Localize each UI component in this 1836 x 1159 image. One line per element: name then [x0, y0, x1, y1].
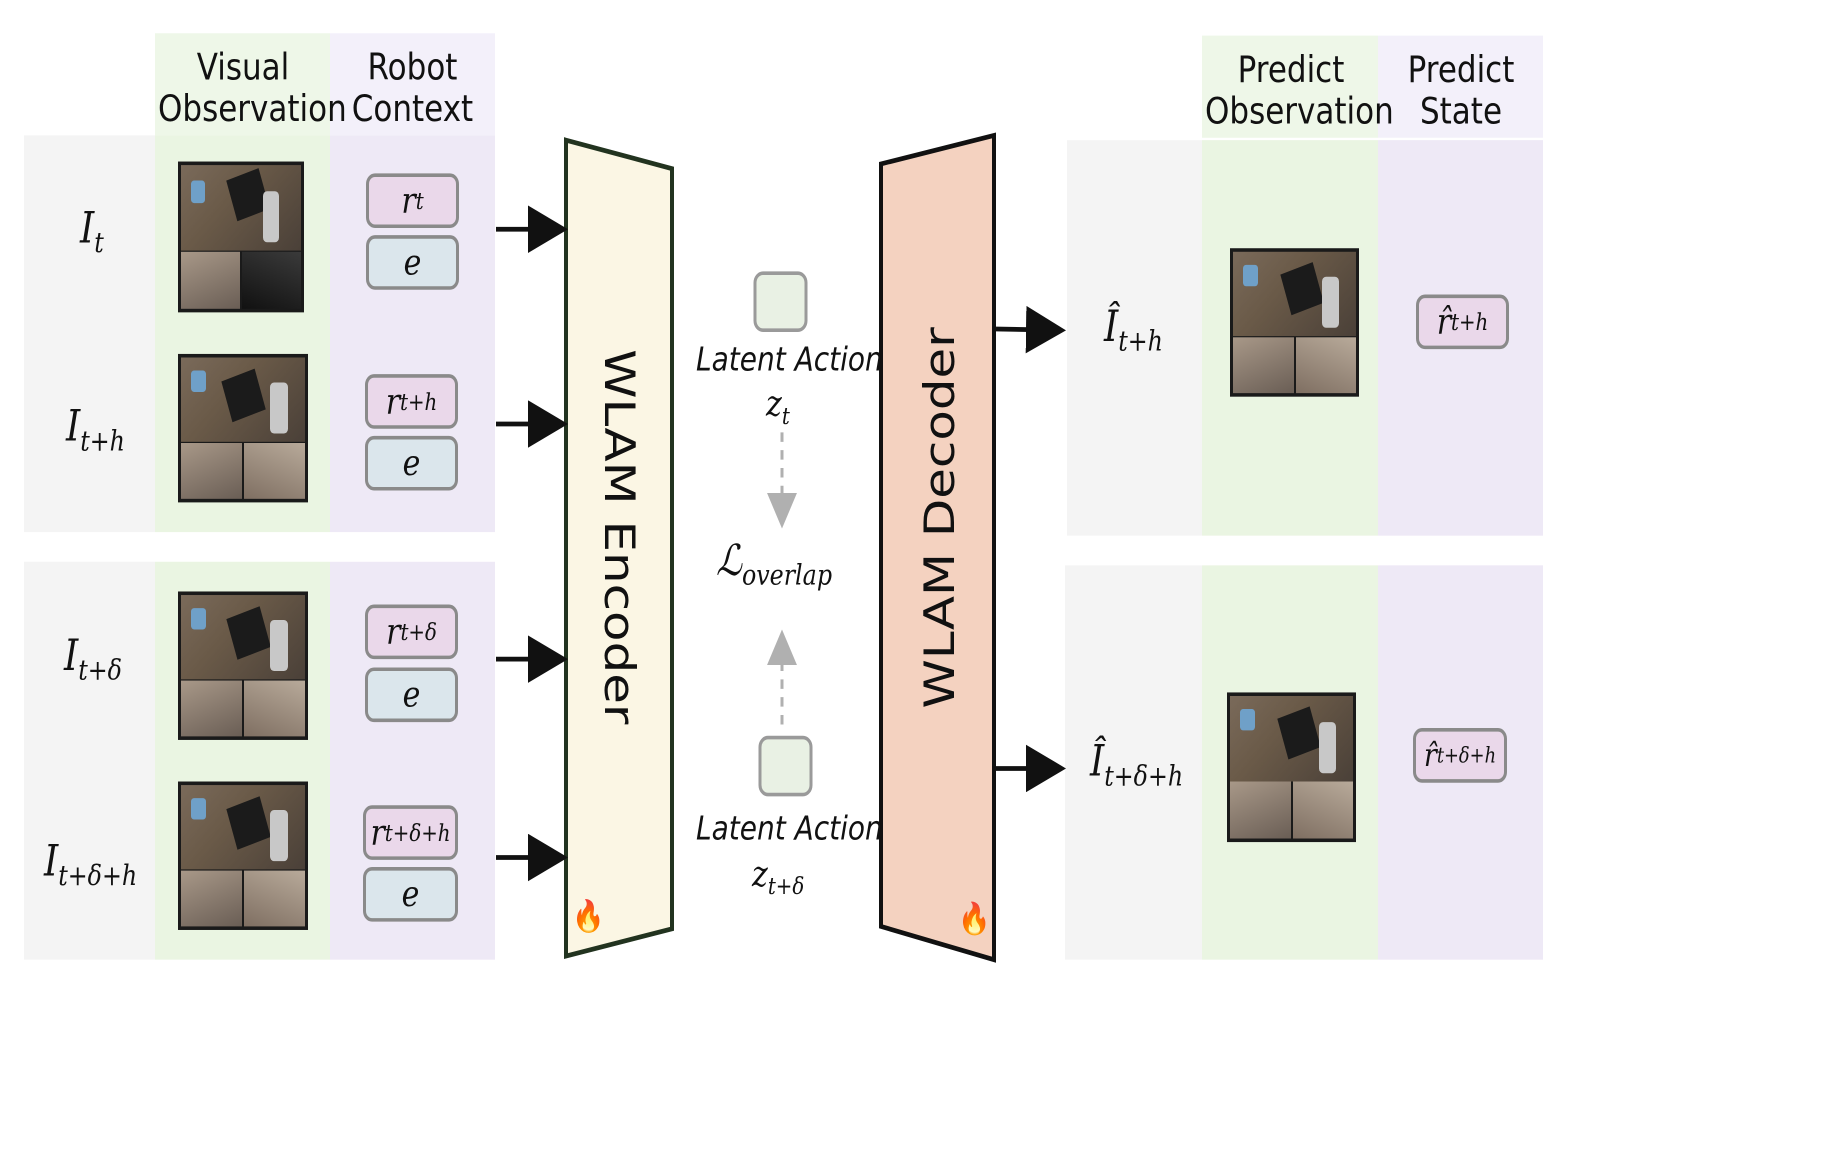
- latent-action-box-1: [758, 735, 813, 797]
- panel-right-bottom-gray: [1065, 565, 1202, 960]
- panel-left-top-gray: [24, 135, 155, 533]
- observation-image-2: [178, 591, 308, 740]
- latent-action-caption-1: Latent Action: [696, 808, 883, 849]
- header-bg-robot: [330, 33, 495, 136]
- input-frame-label-2: It+δ: [64, 631, 122, 687]
- header-predict-observation: Predict Observation: [1205, 48, 1394, 134]
- encoder-label: WLAM Encoder: [595, 349, 644, 725]
- observation-image-0: [178, 161, 304, 313]
- predicted-observation-image-0: [1230, 248, 1359, 397]
- embodiment-box-3: e: [363, 867, 458, 922]
- predicted-state-box-1: r̂t+δ+h: [1413, 728, 1507, 783]
- header-bg-visual: [155, 33, 330, 136]
- input-frame-label-0: It: [80, 204, 104, 260]
- input-frame-label-1: It+h: [66, 402, 125, 458]
- loss-label: ℒoverlap: [716, 536, 833, 592]
- observation-image-1: [178, 353, 308, 503]
- decoder-flame-icon: 🔥: [958, 901, 991, 936]
- header-visual-observation: Visual Observation: [158, 46, 347, 131]
- observation-image-3: [178, 781, 308, 930]
- input-frame-label-3: It+δ+h: [44, 837, 138, 893]
- header-predict-state: Predict State: [1407, 48, 1515, 134]
- latent-action-symbol-1: zt+δ: [752, 853, 805, 901]
- output-frame-label-1: Ît+δ+h: [1090, 737, 1184, 793]
- panel-right-top-gray: [1067, 140, 1202, 536]
- latent-action-symbol-0: zt: [766, 383, 790, 430]
- decoder-label: WLAM Decoder: [915, 327, 964, 709]
- encoder-block: [564, 137, 674, 960]
- predicted-state-box-0: r̂t+h: [1416, 294, 1509, 350]
- latent-action-caption-0: Latent Action: [696, 339, 883, 379]
- encoder-flame-icon: 🔥: [572, 899, 605, 934]
- header-bg-predict-obs: [1202, 35, 1378, 138]
- decoder-block: [879, 132, 996, 963]
- predicted-observation-image-1: [1227, 692, 1356, 843]
- header-bg-predict-state: [1378, 35, 1543, 138]
- embodiment-box-2: e: [365, 667, 458, 723]
- output-arrow-0: [995, 305, 1066, 354]
- latent-action-box-0: [753, 271, 808, 332]
- header-robot-context: Robot Context: [351, 46, 474, 131]
- output-frame-label-0: Ît+h: [1104, 302, 1163, 358]
- panel-left-bottom-gray: [24, 561, 155, 960]
- embodiment-box-1: e: [365, 435, 458, 491]
- embodiment-box-0: e: [366, 235, 459, 290]
